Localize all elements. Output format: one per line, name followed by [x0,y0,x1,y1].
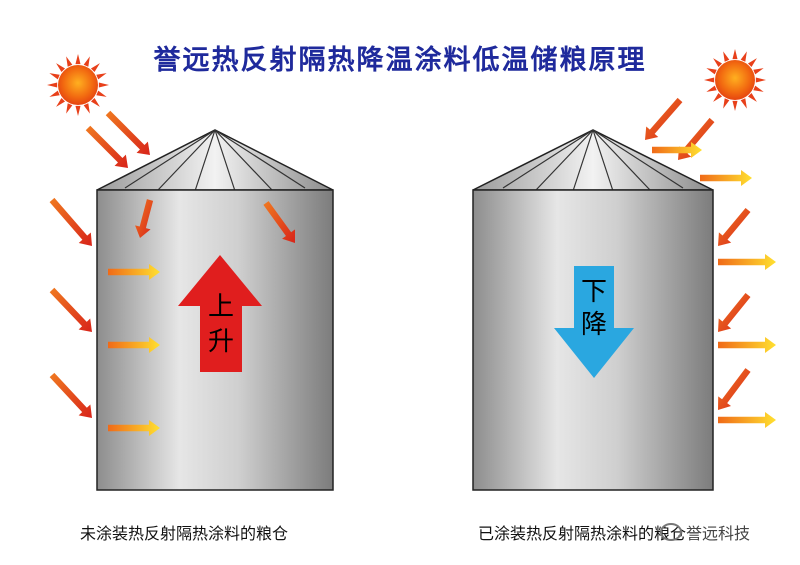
internal-heat-arrow [108,337,160,353]
sun-right-icon [704,49,766,111]
internal-heat-arrow [108,420,160,436]
right-silo-roof [472,129,714,191]
reflected-heat-arrow [718,337,776,353]
incoming-heat-arrow [85,125,128,168]
incoming-heat-arrow [49,197,92,246]
right-silo-caption: 已涂装热反射隔热涂料的粮仓 [478,524,687,543]
incoming-heat-arrow [135,199,154,238]
rise-arrow-icon [178,255,262,372]
incoming-heat-arrow [49,372,92,418]
reflected-heat-arrow [652,142,702,158]
fall-arrow-icon [554,266,634,378]
sun-left-icon [47,54,109,116]
incoming-heat-arrow [49,287,92,332]
incoming-heat-arrow [105,110,150,155]
rise-label-1: 上 [208,292,234,322]
fall-label-1: 下 [581,277,607,307]
right-silo: 下 降 [472,129,714,491]
incoming-heat-arrow [718,368,751,410]
watermark-text: 誉远科技 [686,524,751,543]
reflected-heat-arrow [718,254,776,270]
incoming-heat-arrow [718,207,751,246]
incoming-heat-arrow [718,292,751,332]
incoming-heat-arrow [263,201,296,243]
left-silo: 上 升 [96,129,334,491]
page-title: 誉远热反射隔热降温涂料低温储粮原理 [153,45,647,76]
reflected-heat-arrow [700,170,752,186]
reflected-heat-arrow [718,412,776,428]
rise-label-2: 升 [208,327,234,357]
watermark: 誉远科技 [660,520,750,544]
incoming-heat-arrow [645,97,683,140]
fall-label-2: 降 [581,310,607,340]
internal-heat-arrow [108,264,160,280]
wechat-logo-icon [660,523,682,541]
left-silo-caption: 未涂装热反射隔热涂料的粮仓 [80,524,289,543]
